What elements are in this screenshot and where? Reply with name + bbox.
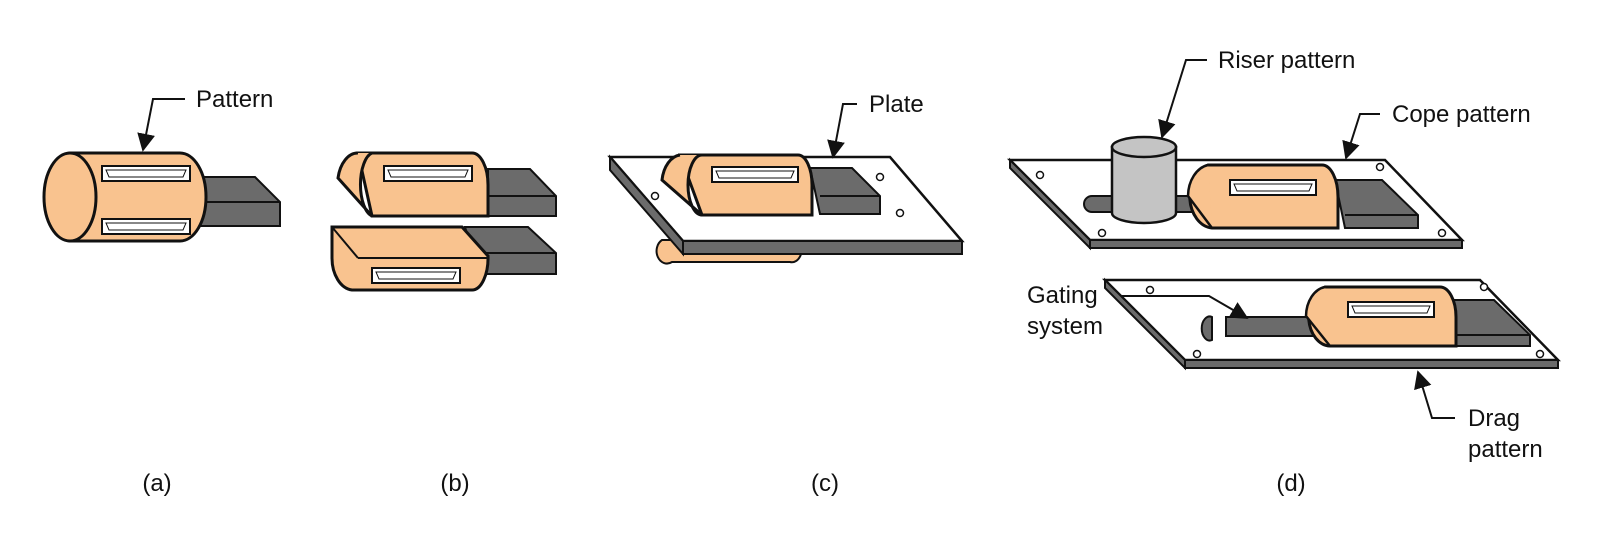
drag-pattern-label-line2: pattern — [1468, 436, 1543, 463]
pattern-label: Pattern — [196, 86, 273, 113]
riser-pattern-label: Riser pattern — [1218, 47, 1355, 74]
caption-b: (b) — [440, 470, 469, 497]
caption-d: (d) — [1276, 470, 1305, 497]
solid-pattern-end-face — [42, 151, 98, 243]
split-pattern: (b) — [330, 151, 557, 497]
split-pattern-bottom-half — [330, 225, 557, 292]
riser-pattern-leader — [1158, 59, 1207, 139]
gating-system-label-line2: system — [1027, 313, 1103, 340]
match-plate-pattern: Plate (c) — [607, 91, 965, 497]
plate-leader — [827, 103, 857, 159]
caption-a: (a) — [142, 470, 171, 497]
gating-system-label-line1: Gating — [1027, 282, 1098, 309]
caption-c: (c) — [811, 470, 839, 497]
pattern-leader — [137, 98, 185, 152]
drag-pattern — [1101, 277, 1561, 371]
gating-system-leader — [1121, 295, 1249, 319]
cope-pattern — [1006, 135, 1465, 251]
split-pattern-top-half — [336, 151, 557, 218]
cope-pattern-leader — [1342, 113, 1380, 160]
solid-pattern: Pattern (a) — [42, 86, 281, 497]
drag-pattern-leader — [1414, 370, 1455, 419]
plate-label: Plate — [869, 91, 924, 118]
cope-pattern-label: Cope pattern — [1392, 101, 1531, 128]
riser-pattern — [1110, 135, 1178, 225]
drag-pattern-label-line1: Drag — [1468, 405, 1520, 432]
cope-and-drag-patterns: Riser pattern Cope pattern Gating system… — [1006, 47, 1561, 497]
